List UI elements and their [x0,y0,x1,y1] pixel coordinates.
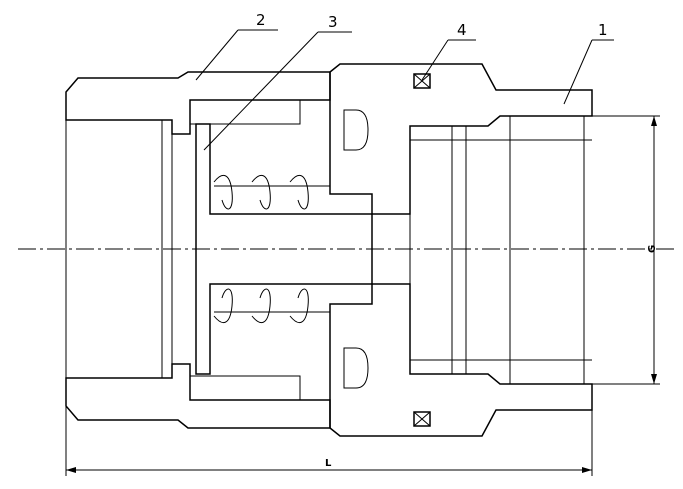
callout-2: 2 [195,11,278,81]
callout-3-label: 3 [328,13,338,31]
callout-4-label: 4 [457,21,467,39]
guide-ribs [343,109,369,389]
dimension-g: G [592,115,660,385]
callout-4: 4 [421,21,476,81]
o-ring-upper [413,73,431,89]
right-body-part [329,63,593,437]
dimension-l: L [65,406,593,476]
left-body-upper-pocket [189,99,301,125]
dimension-l-label: L [325,458,332,469]
callout-3: 3 [203,13,352,151]
callout-2-label: 2 [256,11,266,29]
o-ring-seals [413,73,431,427]
o-ring-lower [413,411,431,427]
lower-spring [213,288,330,324]
dimension-g-label: G [647,245,658,253]
left-body-lower-pocket [189,375,301,401]
callout-1-label: 1 [598,21,608,39]
upper-spring [213,174,330,210]
callout-1: 1 [563,21,614,105]
right-body-upper-wall [329,63,593,215]
